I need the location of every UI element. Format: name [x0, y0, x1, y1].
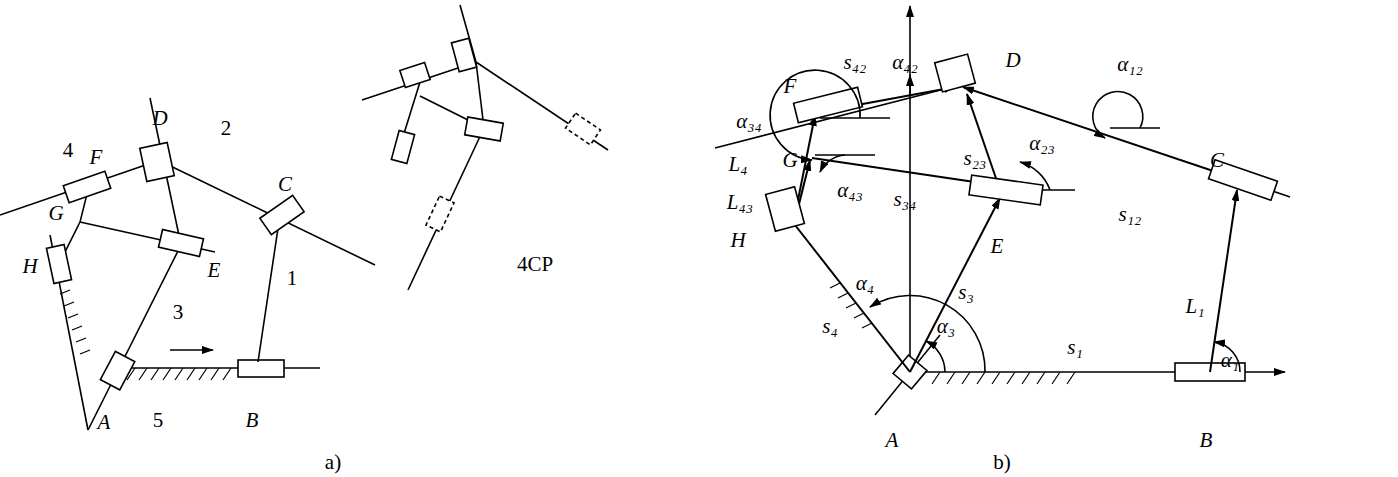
part-label: α₂₃ — [1029, 133, 1055, 154]
part-label: α₄₂ — [892, 52, 918, 73]
part-label: s₄ — [822, 316, 837, 337]
part-label: H — [730, 230, 745, 251]
part-label: α₁ — [1221, 350, 1239, 371]
part-label: A — [98, 412, 111, 433]
part-label: D — [1005, 50, 1020, 71]
part-label: C — [1210, 150, 1224, 171]
part-label: A — [886, 430, 899, 451]
part-label: D — [152, 108, 167, 129]
part-label: E — [208, 260, 221, 281]
part-label: G — [48, 203, 63, 224]
part-label: L₄ — [729, 154, 748, 175]
part-label: s₃₄ — [894, 189, 917, 210]
part-label: α₄₃ — [837, 180, 863, 201]
part-label: 4CP — [517, 254, 553, 275]
part-label: 5 — [153, 410, 164, 431]
part-label: b) — [993, 452, 1011, 473]
part-label: α₃₄ — [736, 111, 762, 132]
part-label: s₁₂ — [1119, 204, 1142, 225]
part-label: α₃ — [937, 316, 955, 337]
part-label: 3 — [173, 302, 184, 323]
part-label: E — [991, 236, 1004, 257]
part-label: F — [784, 76, 797, 97]
part-label: B — [1200, 430, 1213, 451]
part-label: 4 — [63, 140, 74, 161]
part-label: α₁₂ — [1117, 54, 1143, 75]
part-label: L₄₃ — [727, 192, 753, 213]
part-label: 1 — [287, 268, 298, 289]
part-label: F — [90, 147, 103, 168]
part-label: s₃ — [958, 282, 973, 303]
part-label: 2 — [221, 118, 232, 139]
part-label: s₂₃ — [964, 148, 987, 169]
part-label: C — [278, 174, 292, 195]
part-label: G — [782, 150, 797, 171]
part-label: H — [22, 256, 37, 277]
part-label: a) — [325, 452, 341, 473]
part-label: s₄₂ — [844, 52, 867, 73]
part-label: s₁ — [1067, 337, 1082, 358]
part-label: L₁ — [1186, 296, 1205, 317]
part-label: α₄ — [856, 273, 874, 294]
part-label: B — [246, 410, 259, 431]
